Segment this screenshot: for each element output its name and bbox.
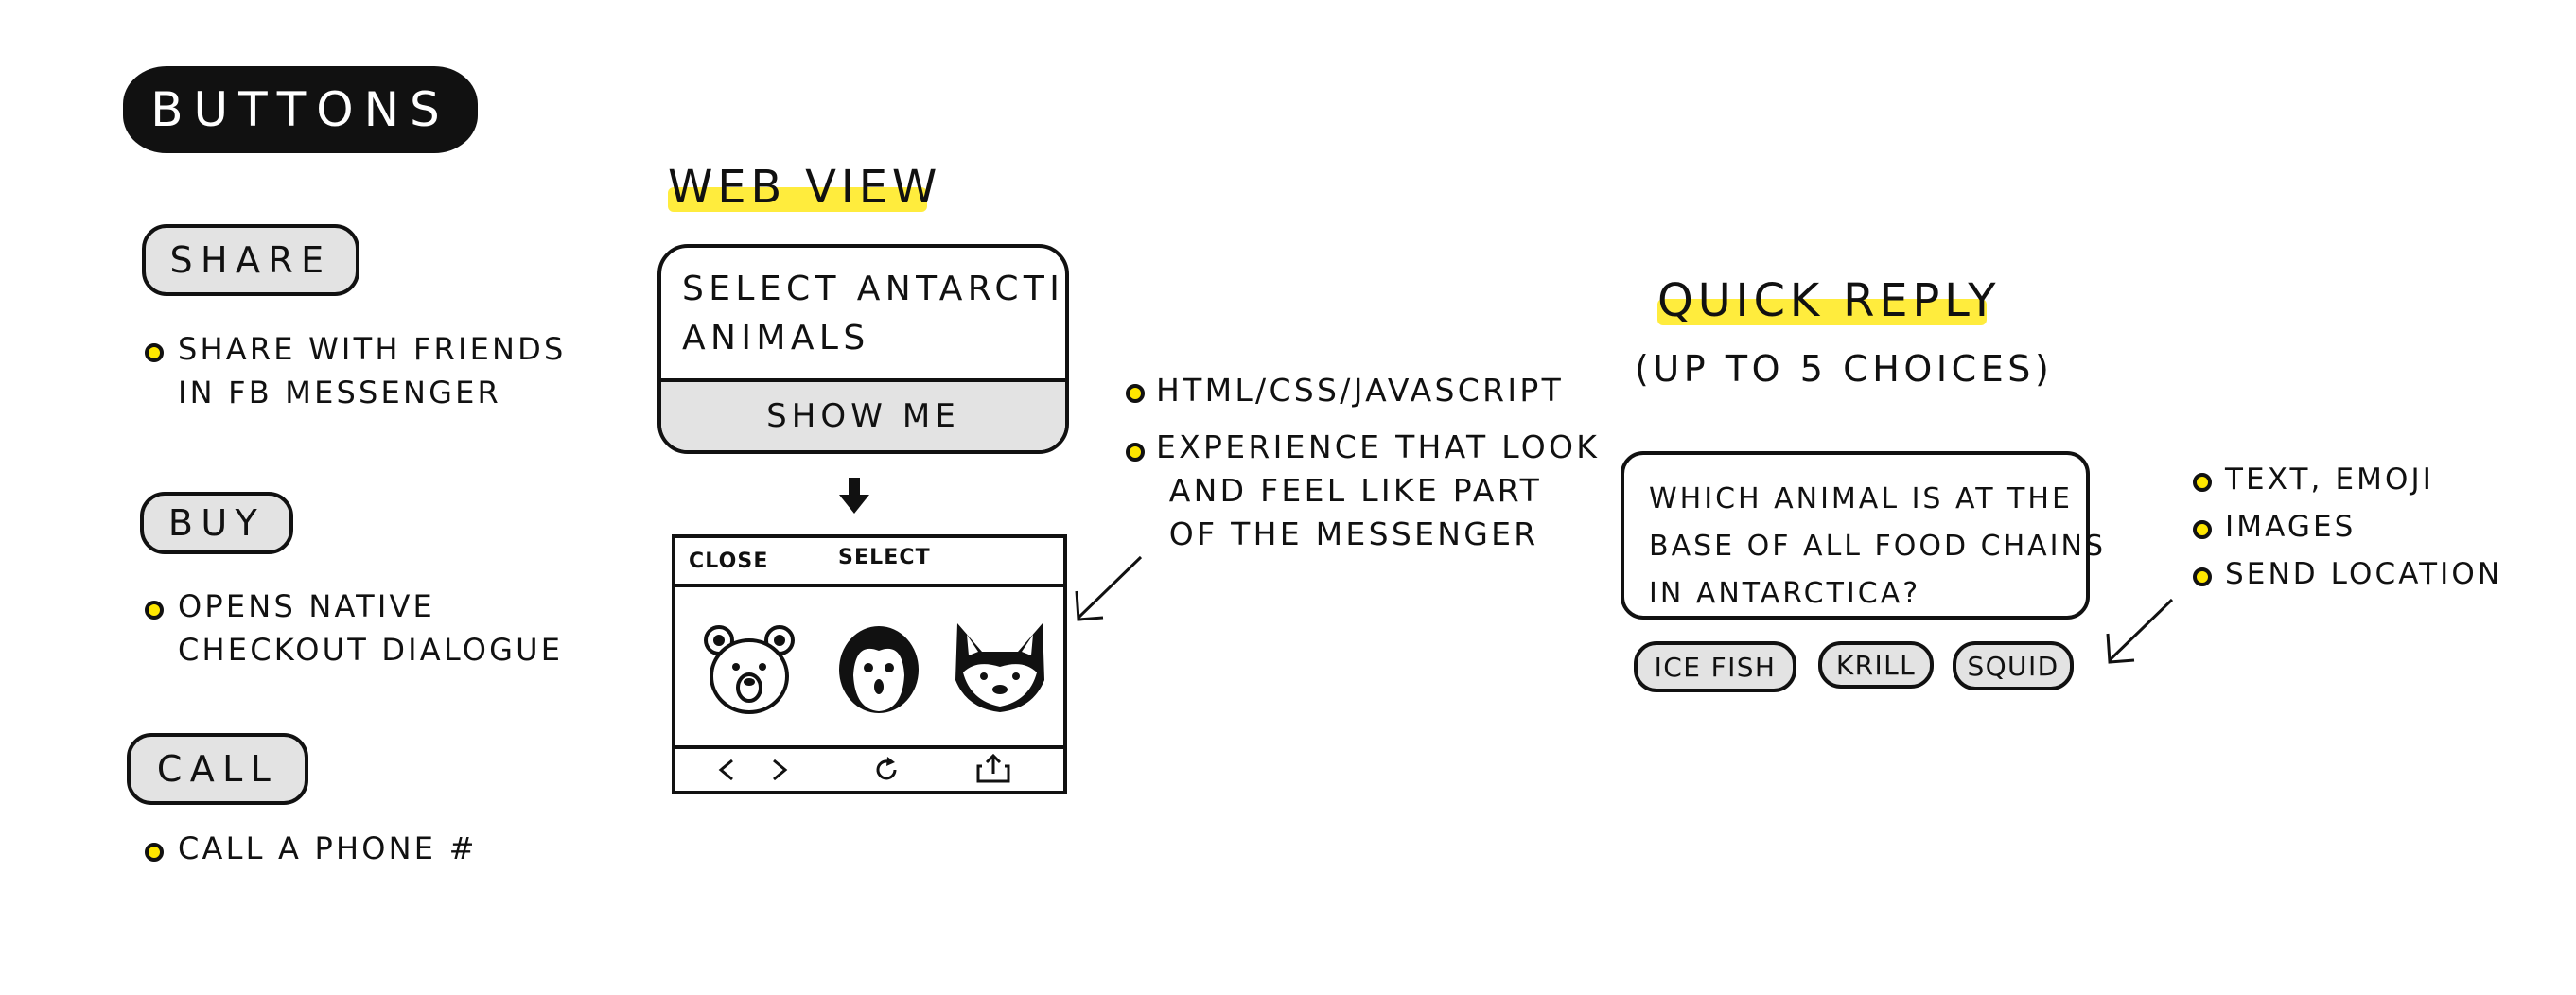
quick-reply-question-card: WHICH ANIMAL IS AT THE BASE OF ALL FOOD … (1621, 451, 2103, 620)
bullet-dot (145, 601, 164, 620)
pointer-arrow-icon (1075, 555, 1143, 621)
bullet-dot (145, 843, 164, 862)
buy-note: OPENS NATIVE CHECKOUT DIALOGUE (178, 588, 564, 668)
penguin-icon[interactable] (834, 619, 924, 718)
down-arrow-icon (839, 478, 869, 514)
quick-reply-subtitle: (UP TO 5 CHOICES) (1635, 348, 2054, 390)
quick-reply-note-text: TEXT, EMOJI (2225, 463, 2434, 497)
bullet-dot (2193, 567, 2212, 586)
bullet-dot (1126, 384, 1145, 403)
share-note: SHARE WITH FRIENDS IN FB MESSENGER (178, 331, 567, 410)
husky-icon[interactable] (948, 614, 1052, 718)
share-button[interactable]: SHARE (142, 224, 359, 296)
call-button[interactable]: CALL (127, 733, 308, 805)
bullet-dot (2193, 473, 2212, 492)
bullet-dot (1126, 443, 1145, 462)
close-link[interactable]: CLOSE (689, 550, 769, 573)
phone-header: CLOSE SELECT (675, 538, 1063, 587)
call-note: CALL A PHONE # (178, 830, 478, 866)
highlight-mark (668, 187, 927, 212)
web-view-note-tech: HTML/CSS/JAVASCRIPT (1156, 372, 1565, 409)
web-view-phone: CLOSE SELECT (672, 534, 1067, 794)
buttons-title: BUTTONS (123, 66, 478, 153)
bear-icon[interactable] (702, 621, 797, 716)
buy-button[interactable]: BUY (140, 492, 293, 554)
choice-chip-ice-fish[interactable]: ICE FISH (1634, 641, 1796, 692)
quick-reply-title: QUICK REPLY (1657, 274, 2001, 327)
share-out-icon[interactable] (974, 753, 1012, 785)
quick-reply-note-images: IMAGES (2225, 510, 2357, 544)
choice-chip-squid[interactable]: SQUID (1953, 641, 2074, 690)
web-view-card-text: SELECT ANTARCTIC ANIMALS (682, 270, 1065, 358)
reload-icon[interactable] (874, 757, 901, 783)
bullet-dot (145, 343, 164, 362)
show-me-button[interactable]: SHOW ME (661, 378, 1065, 450)
web-view-card: SELECT ANTARCTIC ANIMALS SHOW ME (657, 244, 1069, 454)
web-view-title: WEB VIEW (668, 161, 942, 214)
highlight-mark (1657, 299, 1987, 325)
bullet-dot (2193, 520, 2212, 539)
select-link[interactable]: SELECT (838, 546, 931, 569)
quick-reply-note-location: SEND LOCATION (2225, 557, 2503, 591)
forward-icon[interactable] (770, 759, 789, 781)
back-icon[interactable] (717, 759, 736, 781)
choice-chip-krill[interactable]: KRILL (1818, 641, 1934, 689)
web-view-note-experience: EXPERIENCE THAT LOOK AND FEEL LIKE PART … (1156, 428, 1601, 552)
pointer-arrow-icon (2106, 598, 2174, 664)
phone-toolbar (675, 745, 1063, 791)
